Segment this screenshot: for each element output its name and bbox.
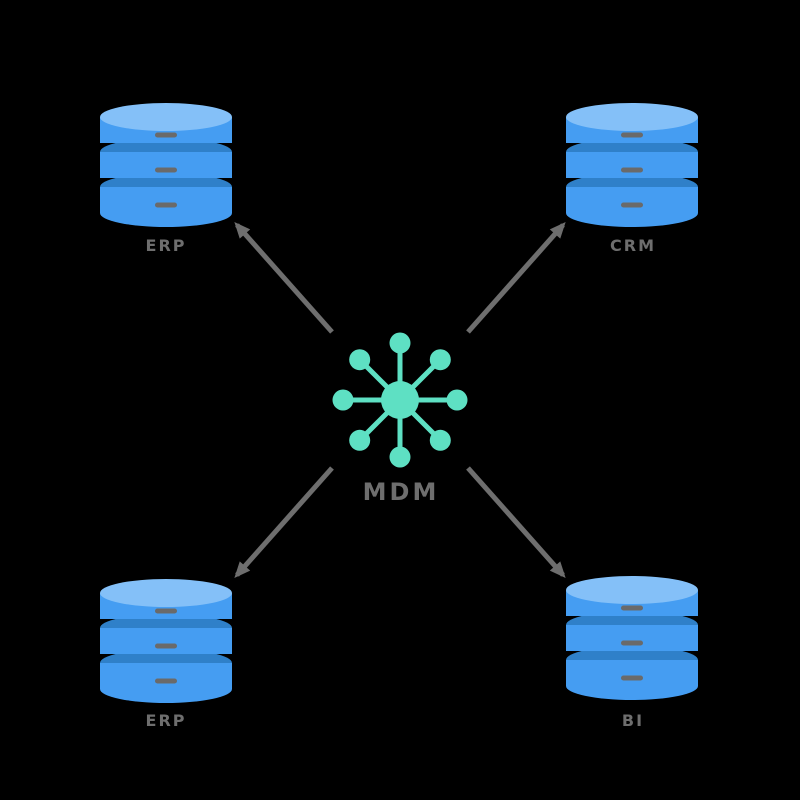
node-label-erp-bottom-left: ERP bbox=[145, 711, 187, 730]
arrow-to-crm-top-right bbox=[466, 222, 566, 334]
database-icon-crm-top-right bbox=[566, 101, 698, 229]
arrow-to-erp-bottom-left bbox=[234, 466, 334, 578]
database-icon-bi-bottom-right bbox=[566, 574, 698, 702]
node-label-erp-top-left: ERP bbox=[145, 236, 187, 255]
node-label-crm-top-right: CRM bbox=[610, 236, 656, 255]
arrow-to-erp-top-left bbox=[234, 222, 334, 334]
arrows bbox=[234, 222, 566, 578]
arrow-to-bi-bottom-right bbox=[466, 466, 566, 578]
database-icon-erp-top-left bbox=[100, 101, 232, 229]
hub-label-mdm: MDM bbox=[362, 478, 440, 506]
hub-network-icon bbox=[332, 332, 468, 468]
node-label-bi-bottom-right: BI bbox=[621, 711, 645, 730]
database-icon-erp-bottom-left bbox=[100, 577, 232, 705]
